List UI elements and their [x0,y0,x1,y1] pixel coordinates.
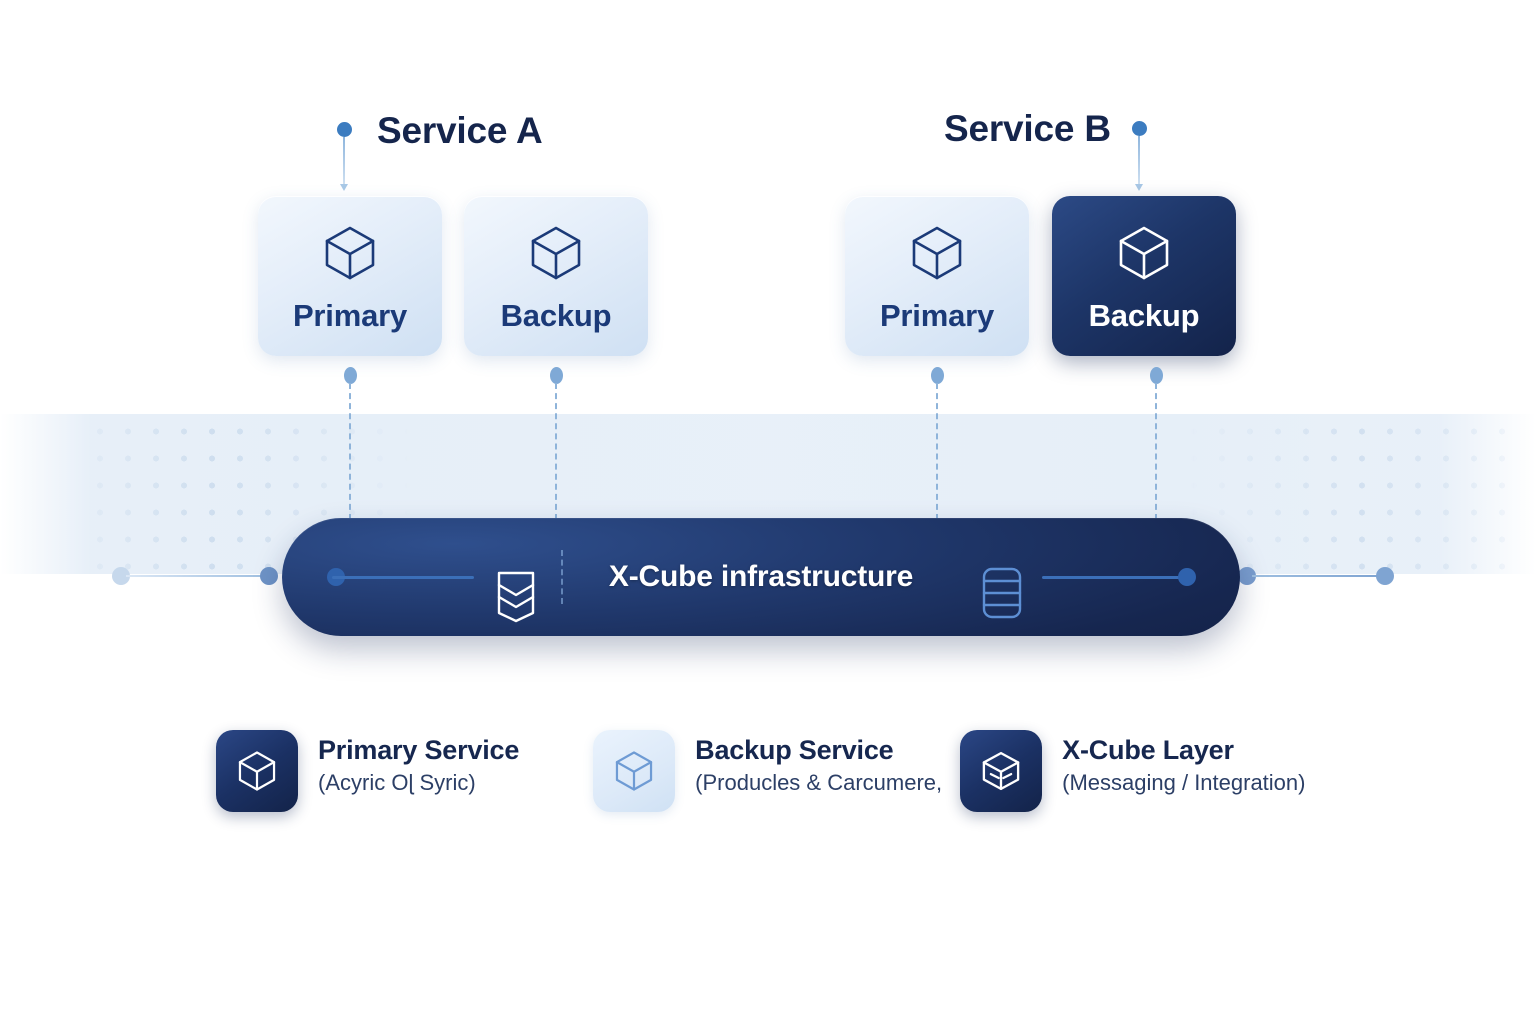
legend-item-backup-service[interactable]: Backup Service (Producles & Carcumere, [593,730,942,812]
connector-line-b-primary [936,383,938,520]
legend-swatch-xcube [960,730,1043,812]
connector-line-a-backup [555,383,557,520]
card-service-a-primary[interactable]: Primary [258,196,442,356]
legend: Primary Service (Acyric Oɭ Syric) Backup… [216,730,1305,812]
bar-node-right [1178,568,1196,586]
service-a-title: Service A [377,110,543,151]
service-b-stem [1138,136,1140,185]
legend-title: Backup Service [695,735,894,765]
left-endpoint-dot [112,567,130,585]
card-label: Primary [292,297,408,333]
cube-icon [323,225,377,286]
infrastructure-bar[interactable]: X-Cube infrastructure [282,518,1240,636]
bar-divider [561,550,563,604]
left-link-line [126,575,268,577]
card-label: Backup [500,297,612,333]
legend-title: X-Cube Layer [1062,735,1234,765]
card-service-b-primary[interactable]: Primary [845,196,1029,356]
service-b-title: Service B [944,108,1111,149]
dot-pattern-right [1180,418,1510,570]
service-b-marker-dot [1132,121,1147,136]
bar-inner-line-left [332,576,474,579]
legend-subtitle: (Messaging / Integration) [1062,770,1306,796]
bar-inner-line-right [1042,576,1192,579]
cube-icon [1117,225,1171,286]
legend-title: Primary Service [318,735,520,765]
legend-item-primary-service[interactable]: Primary Service (Acyric Oɭ Syric) [216,730,519,812]
legend-subtitle: (Acyric Oɭ Syric) [318,770,476,796]
left-bar-dot [260,567,278,585]
connector-dot-b-primary [931,367,944,384]
legend-swatch-primary [216,730,298,812]
legend-item-xcube-layer[interactable]: X-Cube Layer (Messaging / Integration) [960,730,1305,812]
layers-stack-icon [494,569,538,628]
legend-swatch-backup [593,730,676,812]
card-label: Primary [879,297,995,333]
connector-dot-b-backup [1150,367,1163,384]
connector-dot-a-backup [550,367,563,384]
card-service-a-backup[interactable]: Backup [464,196,648,356]
connector-line-a-primary [349,383,351,520]
connector-line-b-backup [1155,383,1157,520]
service-b-arrow-icon [1135,184,1143,191]
cube-icon [910,225,964,286]
server-stack-icon [979,565,1025,626]
card-label: Backup [1088,297,1200,333]
connector-dot-a-primary [344,367,357,384]
legend-subtitle: (Producles & Carcumere, [695,770,943,796]
infrastructure-label: X-Cube infrastructure [608,560,914,593]
service-a-stem [343,137,345,185]
right-endpoint-dot [1376,567,1394,585]
service-a-marker-dot [337,122,352,137]
service-a-arrow-icon [340,184,348,191]
right-link-line [1252,575,1382,577]
cube-icon [529,225,583,286]
right-bar-dot [1238,567,1256,585]
card-service-b-backup[interactable]: Backup [1052,196,1236,356]
